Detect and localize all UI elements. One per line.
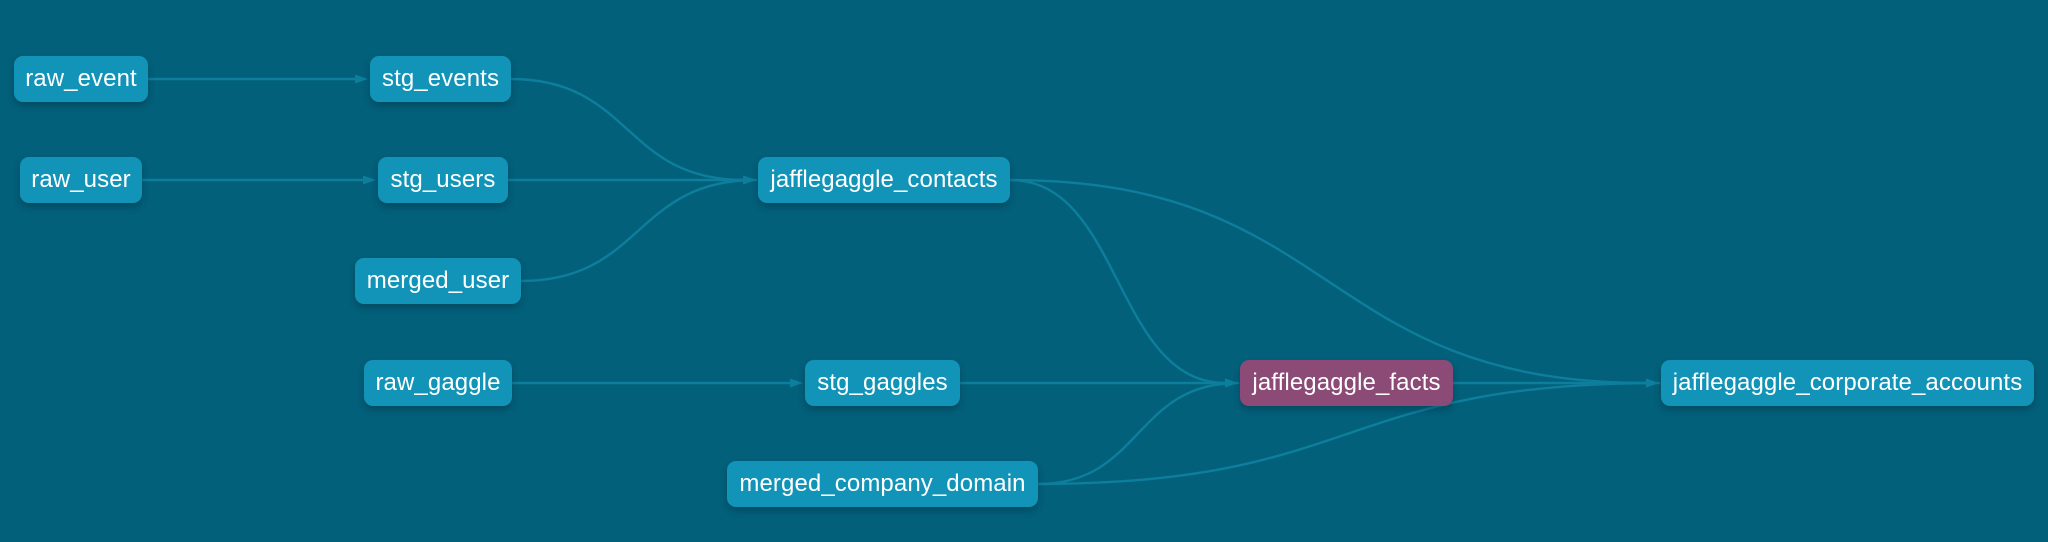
node-label-stg_gaggles: stg_gaggles	[817, 369, 948, 396]
node-stg_events[interactable]: stg_events	[370, 56, 511, 102]
node-stg_gaggles[interactable]: stg_gaggles	[805, 360, 960, 406]
node-label-jafflegaggle_contacts: jafflegaggle_contacts	[770, 166, 998, 193]
node-label-raw_user: raw_user	[31, 166, 131, 193]
node-raw_gaggle[interactable]: raw_gaggle	[364, 360, 512, 406]
node-jafflegaggle_facts[interactable]: jafflegaggle_facts	[1240, 360, 1453, 406]
node-raw_user[interactable]: raw_user	[20, 157, 142, 203]
node-label-stg_users: stg_users	[390, 166, 496, 193]
node-label-jafflegaggle_facts: jafflegaggle_facts	[1252, 369, 1441, 396]
node-merged_company_domain[interactable]: merged_company_domain	[727, 461, 1038, 507]
node-label-raw_event: raw_event	[25, 65, 137, 92]
node-jafflegaggle_corporate_accounts[interactable]: jafflegaggle_corporate_accounts	[1661, 360, 2034, 406]
node-label-merged_company_domain: merged_company_domain	[739, 470, 1026, 497]
node-label-merged_user: merged_user	[366, 267, 510, 294]
node-jafflegaggle_contacts[interactable]: jafflegaggle_contacts	[758, 157, 1010, 203]
node-stg_users[interactable]: stg_users	[378, 157, 508, 203]
node-label-stg_events: stg_events	[381, 65, 500, 92]
node-label-raw_gaggle: raw_gaggle	[375, 369, 501, 396]
node-label-jafflegaggle_corporate_accounts: jafflegaggle_corporate_accounts	[1672, 369, 2023, 396]
node-merged_user[interactable]: merged_user	[355, 258, 521, 304]
node-raw_event[interactable]: raw_event	[14, 56, 148, 102]
